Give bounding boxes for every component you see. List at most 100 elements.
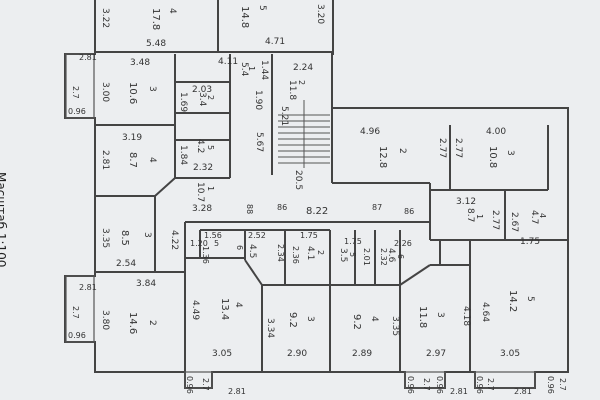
room-number: 5: [348, 252, 357, 257]
dimension: 1.90: [253, 90, 263, 110]
room-number: 5: [525, 296, 535, 302]
room-area: 10.8: [487, 146, 498, 168]
dimension: 4.22: [169, 230, 179, 250]
room-number: 2: [397, 148, 407, 154]
room-area: 4.1: [305, 246, 315, 260]
room-number: 1: [206, 186, 215, 191]
room-number: 5: [214, 239, 219, 248]
dimension: 2.77: [437, 138, 447, 158]
dimension: 4.71: [265, 37, 285, 47]
room-area: 10.6: [127, 82, 138, 104]
room-number: 4: [167, 8, 177, 14]
dimension: 88: [245, 204, 254, 214]
room-area: 14.8: [239, 6, 250, 28]
room-area: 8.7: [127, 152, 138, 168]
dimension: 2.89: [352, 349, 372, 359]
dimension: 1.20: [190, 239, 208, 248]
dimension: 2.24: [293, 63, 313, 73]
room-area: 9.2: [287, 312, 298, 328]
dimension: 3.84: [136, 279, 156, 289]
dimension: 4.49: [190, 300, 200, 320]
room-number: 2: [147, 320, 157, 326]
balcony-bottom-3: [474, 371, 536, 389]
balcony-bottom-1: [184, 371, 213, 389]
dimension: 1.75: [344, 237, 362, 246]
room-number: 5: [206, 145, 215, 150]
dimension: 2.7: [71, 306, 80, 319]
dimension: 0.96: [546, 376, 555, 394]
room-number: 2: [297, 80, 306, 85]
dimension: 0.96: [68, 331, 86, 340]
dimension: 0.96: [475, 376, 484, 394]
staircase: [278, 100, 330, 168]
dimension: 2.81: [450, 387, 468, 396]
dimension: 0.96: [435, 376, 444, 394]
dimension: 2.81: [514, 387, 532, 396]
balcony-bottom-left: [65, 275, 95, 343]
room-area: 3.4: [197, 92, 207, 107]
dimension: 2.54: [116, 259, 136, 269]
room-area: 8.5: [119, 230, 130, 246]
dimension: 2.81: [79, 53, 97, 62]
dimension: 3.35: [390, 316, 400, 336]
dimension: 0.96: [68, 107, 86, 116]
room-area: 11.8: [287, 80, 297, 100]
room-area: 8.7: [465, 208, 475, 222]
room-area: 3.5: [338, 248, 348, 262]
dimension: 87: [372, 203, 382, 212]
room-number: 3: [435, 312, 445, 318]
dimension: 2.7: [71, 86, 80, 99]
dimension: 3.48: [130, 58, 150, 68]
room-area: 12.8: [377, 146, 388, 168]
room-area: 14.2: [507, 290, 518, 312]
dimension: 2.97: [426, 349, 446, 359]
dimension: 2.34: [276, 244, 285, 262]
dimension: 2.26: [394, 239, 412, 248]
dimension: 1.75: [300, 231, 318, 240]
room-number: 1: [475, 214, 484, 219]
dimension: 2.81: [228, 387, 246, 396]
dimension: 2.32: [379, 248, 388, 266]
room-number: 6: [235, 245, 244, 250]
dimension: 5.21: [279, 106, 289, 126]
dimension: 3.28: [192, 204, 212, 214]
dimension: 2.81: [100, 150, 110, 170]
dimension: 1.36: [201, 246, 210, 264]
dimension: 2.67: [509, 212, 519, 232]
dimension: 5.67: [254, 132, 264, 152]
dimension: 2.36: [291, 246, 300, 264]
dimension: 1.75: [520, 237, 540, 247]
dimension: 2.7: [422, 378, 431, 391]
dimension: 2.52: [248, 231, 266, 240]
room-number: 3: [305, 316, 315, 322]
dimension: 3.05: [212, 349, 232, 359]
dimension: 4.96: [360, 127, 380, 137]
balcony-bottom-2: [404, 371, 446, 389]
room-number: 4: [369, 316, 379, 322]
room-number: 3: [147, 86, 157, 92]
dimension: 4.18: [461, 306, 471, 326]
plan-labels: 4 17.8 3.22 5.48 5 14.8 3.20 4.71 4.11 3…: [68, 4, 567, 396]
dimension: 2.03: [192, 85, 212, 95]
dimension: 2.7: [558, 378, 567, 391]
room-number: 5: [257, 5, 267, 11]
dimension: 2.7: [486, 378, 495, 391]
room-area: 4.7: [529, 210, 539, 224]
dimension: 3.22: [100, 8, 110, 28]
room-area: 4.6: [386, 248, 396, 263]
dimension: 2.32: [193, 163, 213, 173]
room-number: 4: [147, 157, 157, 163]
room-area: 5.4: [239, 62, 249, 77]
dimension: 1.44: [259, 60, 269, 80]
dimension: 3.34: [265, 318, 275, 338]
dimension: 0.96: [185, 376, 194, 394]
dimension: 4.11: [218, 57, 238, 67]
room-area: 14.6: [127, 312, 138, 334]
room-number: 6: [396, 254, 405, 259]
balcony-top-left: [65, 53, 95, 119]
walls: [64, 0, 569, 389]
room-number: 1: [247, 66, 256, 71]
room-number: 4: [538, 213, 547, 218]
room-number: 4: [233, 302, 243, 308]
